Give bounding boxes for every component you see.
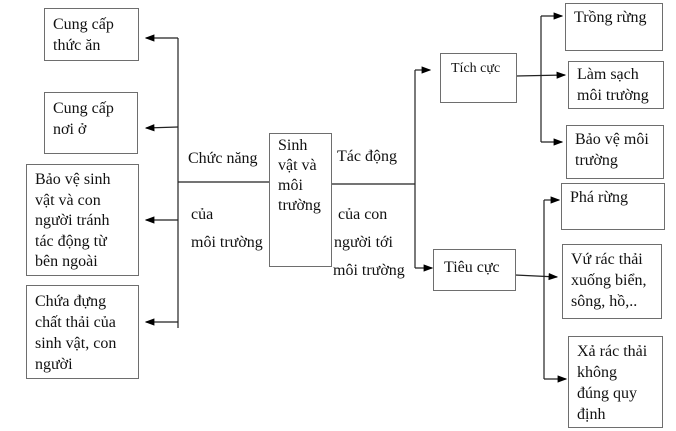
box-line: Cung cấp: [53, 100, 114, 117]
function-label-of: của: [191, 206, 214, 223]
function-shelter-box: Cung cấp nơi ở: [44, 92, 138, 154]
box-line: sinh vật, con: [35, 335, 117, 352]
box-line: Xả rác thải: [577, 343, 648, 360]
box-line: Trồng rừng: [574, 9, 647, 26]
function-label-environment: môi trường: [191, 234, 263, 251]
positive-plant-box: Trồng rừng: [565, 3, 663, 51]
impact-label-of: của con: [338, 206, 388, 223]
box-line: vật và: [278, 157, 317, 174]
box-line: môi trường: [577, 87, 649, 104]
box-line: đúng quy: [577, 385, 637, 402]
positive-box: Tích cực: [440, 53, 517, 103]
box-line: chất thải của: [35, 314, 116, 331]
function-label: Chức năng: [188, 150, 258, 167]
box-line: Phá rừng: [570, 189, 628, 206]
arrow-to-dump-sea: [514, 273, 559, 281]
box-line: Tích cực: [451, 61, 501, 76]
box-line: môi: [278, 177, 303, 194]
box-line: trường: [278, 197, 321, 214]
box-line: không: [577, 364, 617, 381]
box-line: Bảo vệ sinh: [35, 171, 111, 188]
box-line: Vứ rác thải: [571, 251, 643, 268]
impact-label-environment: môi trường: [333, 262, 405, 279]
box-line: bên ngoài: [35, 253, 98, 270]
box-line: vật và con: [35, 191, 101, 209]
positive-protect-box: Bảo vệ môi trường: [566, 125, 664, 179]
center-box: Sinh vật và môi trường: [269, 133, 332, 267]
box-line: Làm sạch: [577, 66, 639, 83]
arrow-to-shelter: [144, 124, 179, 132]
impact-label-human: người tới: [334, 234, 393, 251]
function-protect-box: Bảo vệ sinh vật và con người tránh tác đ…: [26, 164, 139, 276]
box-line: Sinh: [278, 137, 308, 154]
box-line: Tiêu cực: [444, 259, 500, 276]
negative-dump-sea-box: Vứ rác thải xuống biển, sông, hồ,..: [562, 244, 662, 319]
negative-box: Tiêu cực: [433, 249, 516, 291]
box-line: Chứa đựng: [35, 293, 107, 310]
positive-clean-box: Làm sạch môi trường: [568, 61, 664, 109]
function-food-box: Cung cấp thức ăn: [44, 8, 139, 61]
box-line: người tránh: [35, 212, 110, 229]
arrow-to-clean: [515, 71, 567, 79]
box-line: định: [577, 406, 606, 423]
box-line: người: [35, 356, 73, 373]
box-line: xuống biển,: [571, 272, 647, 289]
box-line: trường: [575, 152, 618, 169]
function-waste-box: Chứa đựng chất thải của sinh vật, con ng…: [26, 285, 139, 379]
box-line: tác động từ: [35, 232, 107, 250]
box-line: sông, hồ,..: [571, 293, 638, 310]
impact-label: Tác động: [337, 148, 397, 165]
negative-deforest-box: Phá rừng: [561, 183, 665, 230]
box-line: thức ăn: [53, 37, 101, 54]
negative-dump-improper-box: Xả rác thải không đúng quy định: [568, 336, 663, 428]
box-line: Bảo vệ môi: [575, 131, 649, 148]
box-line: nơi ở: [53, 121, 87, 138]
box-line: Cung cấp: [53, 16, 114, 33]
